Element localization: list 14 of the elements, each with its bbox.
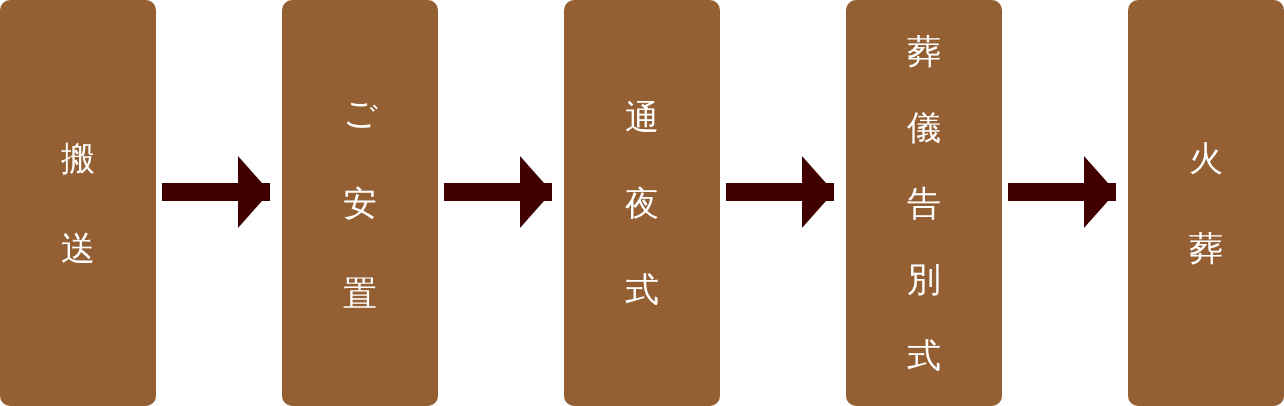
process-box — [1128, 0, 1284, 406]
step-label: 葬儀告別式 — [907, 30, 941, 377]
step-label: 火葬 — [1189, 137, 1223, 270]
arrow — [726, 156, 834, 228]
step-label: ご安置 — [343, 92, 377, 315]
arrow — [444, 156, 552, 228]
step-label: 搬送 — [61, 137, 95, 270]
process-box — [0, 0, 156, 406]
process-box — [564, 0, 720, 406]
process-box — [846, 0, 1002, 406]
step-label: 通夜式 — [625, 96, 659, 311]
process-box — [282, 0, 438, 406]
arrow — [162, 156, 270, 228]
arrow — [1008, 156, 1116, 228]
